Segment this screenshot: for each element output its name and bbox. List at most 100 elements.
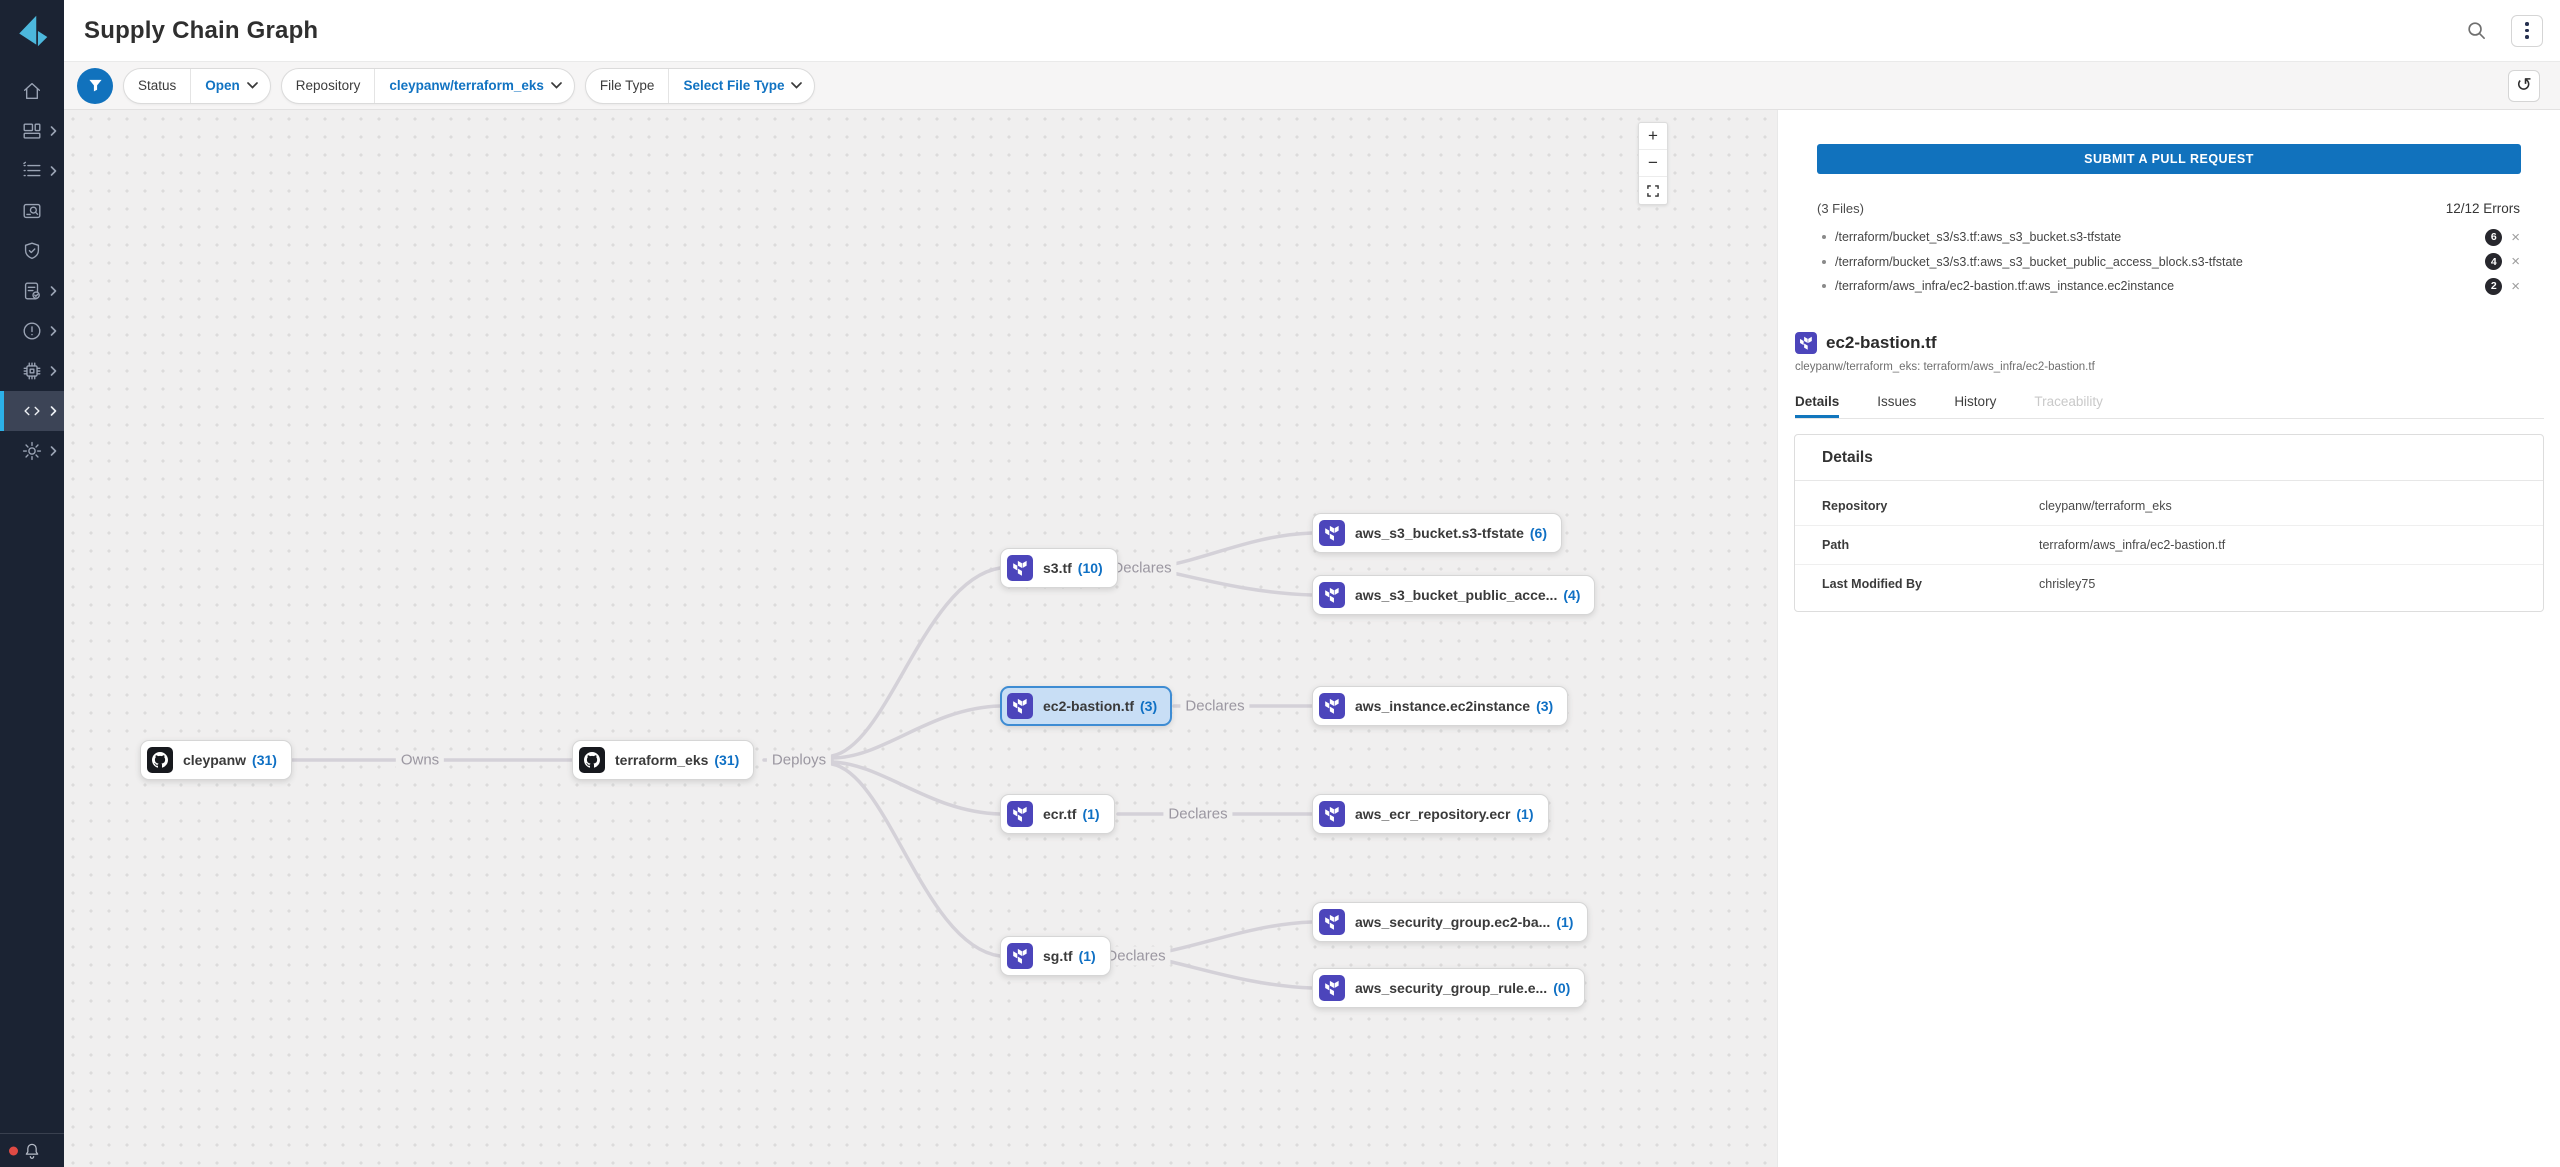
- error-count-badge: 4: [2485, 253, 2503, 271]
- content-row: Owns Deploys Declares Declares Declares …: [64, 110, 2560, 1167]
- graph-node-aws-security-group-rule[interactable]: aws_security_group_rule.e... (0): [1312, 968, 1586, 1008]
- dashboards-icon: [23, 123, 41, 139]
- terraform-icon: [1007, 693, 1033, 719]
- graph-node-ec2-bastion-tf[interactable]: ec2-bastion.tf (3): [1000, 686, 1173, 726]
- graph-node-aws-security-group[interactable]: aws_security_group.ec2-ba... (1): [1312, 902, 1589, 942]
- details-row-last-modified-by: Last Modified By chrisley75: [1822, 576, 2096, 591]
- sidebar-item-discovery[interactable]: [0, 191, 64, 231]
- bell-icon: [25, 1143, 39, 1159]
- chip-icon: [23, 362, 41, 380]
- sidebar-item-home[interactable]: [0, 71, 64, 111]
- terraform-icon: [1795, 331, 1817, 354]
- kebab-icon: [2525, 22, 2529, 26]
- sidebar-item-dashboards[interactable]: [0, 111, 64, 151]
- chevron-down-icon: [791, 82, 803, 89]
- graph-node-s3-tf[interactable]: s3.tf (10): [1000, 548, 1118, 588]
- graph-node-terraform-eks[interactable]: terraform_eks (31): [572, 740, 755, 780]
- unread-indicator: [9, 1146, 18, 1155]
- details-row-path: Path terraform/aws_infra/ec2-bastion.tf: [1795, 526, 2543, 565]
- chevron-right-icon: [50, 366, 57, 376]
- remove-file-icon[interactable]: ×: [2511, 228, 2520, 246]
- github-icon: [147, 747, 173, 773]
- errors-count: 12/12 Errors: [2445, 201, 2520, 216]
- edge-label-deploys: Deploys: [766, 750, 832, 770]
- github-icon: [579, 747, 605, 773]
- graph-node-aws-ecr-repository[interactable]: aws_ecr_repository.ecr (1): [1312, 794, 1549, 834]
- graph-node-cleypanw[interactable]: cleypanw (31): [140, 740, 292, 780]
- funnel-icon: [88, 79, 102, 92]
- home-icon: [23, 82, 41, 100]
- bullet-icon: [1822, 259, 1826, 264]
- sidebar-item-settings[interactable]: [0, 431, 64, 471]
- edge-label-declares: Declares: [1101, 946, 1171, 966]
- sidebar-item-code[interactable]: [0, 391, 64, 431]
- apiiro-logo: [0, 0, 64, 62]
- filter-pill-repository[interactable]: Repository cleypanw/terraform_eks: [280, 67, 575, 104]
- details-panel: SUBMIT A PULL REQUEST (3 Files) 12/12 Er…: [1777, 110, 2560, 1167]
- tab-history[interactable]: History: [1954, 393, 1997, 409]
- submit-pull-request-button[interactable]: SUBMIT A PULL REQUEST: [1817, 144, 2521, 174]
- zoom-in-button[interactable]: +: [1639, 123, 1667, 150]
- bullet-icon: [1822, 284, 1826, 289]
- graph-node-ecr-tf[interactable]: ecr.tf (1): [1000, 794, 1115, 834]
- divider: [0, 1133, 64, 1134]
- details-row-repository: Repository cleypanw/terraform_eks: [1795, 487, 2543, 526]
- terraform-icon: [1007, 801, 1033, 827]
- edge-label-declares: Declares: [1163, 804, 1233, 824]
- graph-node-sg-tf[interactable]: sg.tf (1): [1000, 936, 1111, 976]
- chevron-right-icon: [50, 326, 57, 336]
- chevron-right-icon: [50, 126, 57, 136]
- undo-icon: ↺: [2516, 75, 2532, 96]
- pr-files-header: (3 Files) 12/12 Errors: [1817, 201, 2520, 216]
- entity-header: ec2-bastion.tf: [1795, 331, 2520, 354]
- zoom-out-button[interactable]: −: [1639, 150, 1667, 177]
- chevron-right-icon: [50, 166, 57, 176]
- terraform-icon: [1319, 582, 1345, 608]
- expand-icon: [1647, 184, 1659, 197]
- entity-subtitle: cleypanw/terraform_eks: terraform/aws_in…: [1795, 360, 2095, 373]
- graph-node-aws-instance[interactable]: aws_instance.ec2instance (3): [1312, 686, 1569, 726]
- graph-canvas[interactable]: Owns Deploys Declares Declares Declares …: [64, 110, 1777, 1167]
- kebab-menu-button[interactable]: [2511, 14, 2543, 47]
- sidebar-item-inventory[interactable]: [0, 151, 64, 191]
- shield-check-icon: [24, 242, 40, 260]
- filter-pill-file-type[interactable]: File Type Select File Type: [584, 67, 816, 104]
- page-header: Supply Chain Graph: [64, 0, 2560, 62]
- graph-node-aws-s3-bucket[interactable]: aws_s3_bucket.s3-tfstate (6): [1312, 513, 1562, 553]
- code-icon: [24, 406, 40, 416]
- remove-file-icon[interactable]: ×: [2511, 253, 2520, 271]
- tab-issues[interactable]: Issues: [1877, 393, 1917, 409]
- tab-details[interactable]: Details: [1795, 394, 1840, 418]
- remove-file-icon[interactable]: ×: [2511, 277, 2520, 295]
- chevron-right-icon: [50, 406, 57, 416]
- terraform-icon: [1007, 555, 1033, 581]
- graph-node-aws-s3-bucket-public-access[interactable]: aws_s3_bucket_public_acce... (4): [1312, 575, 1596, 615]
- report-check-icon: [24, 282, 40, 300]
- search-button[interactable]: [2466, 20, 2487, 41]
- edge-label-declares: Declares: [1107, 558, 1177, 578]
- pr-file-row: /terraform/bucket_s3/s3.tf:aws_s3_bucket…: [1817, 225, 2520, 250]
- pr-file-row: /terraform/aws_infra/ec2-bastion.tf:aws_…: [1817, 274, 2520, 299]
- chevron-down-icon: [246, 82, 258, 89]
- sidebar-item-integrations[interactable]: [0, 351, 64, 391]
- terraform-icon: [1319, 975, 1345, 1001]
- search-icon: [2468, 22, 2485, 39]
- error-count-badge: 2: [2485, 277, 2503, 295]
- edge-label-declares: Declares: [1180, 696, 1250, 716]
- filter-button[interactable]: [77, 67, 113, 104]
- fullscreen-button[interactable]: [1639, 177, 1667, 204]
- chevron-down-icon: [551, 82, 562, 89]
- files-count: (3 Files): [1817, 201, 1864, 216]
- notifications-button[interactable]: [0, 1134, 64, 1167]
- sidebar-item-governance[interactable]: [0, 231, 64, 271]
- filter-pill-status[interactable]: Status Open: [123, 67, 271, 104]
- graph-edges: [257, 531, 1314, 990]
- error-count-badge: 6: [2485, 228, 2503, 246]
- sidebar-item-risks[interactable]: [0, 311, 64, 351]
- reset-filters-button[interactable]: ↺: [2508, 69, 2540, 102]
- bullet-icon: [1822, 235, 1826, 240]
- edge-label-owns: Owns: [395, 750, 445, 770]
- sidebar-item-reports[interactable]: [0, 271, 64, 311]
- pr-file-row: /terraform/bucket_s3/s3.tf:aws_s3_bucket…: [1817, 250, 2520, 275]
